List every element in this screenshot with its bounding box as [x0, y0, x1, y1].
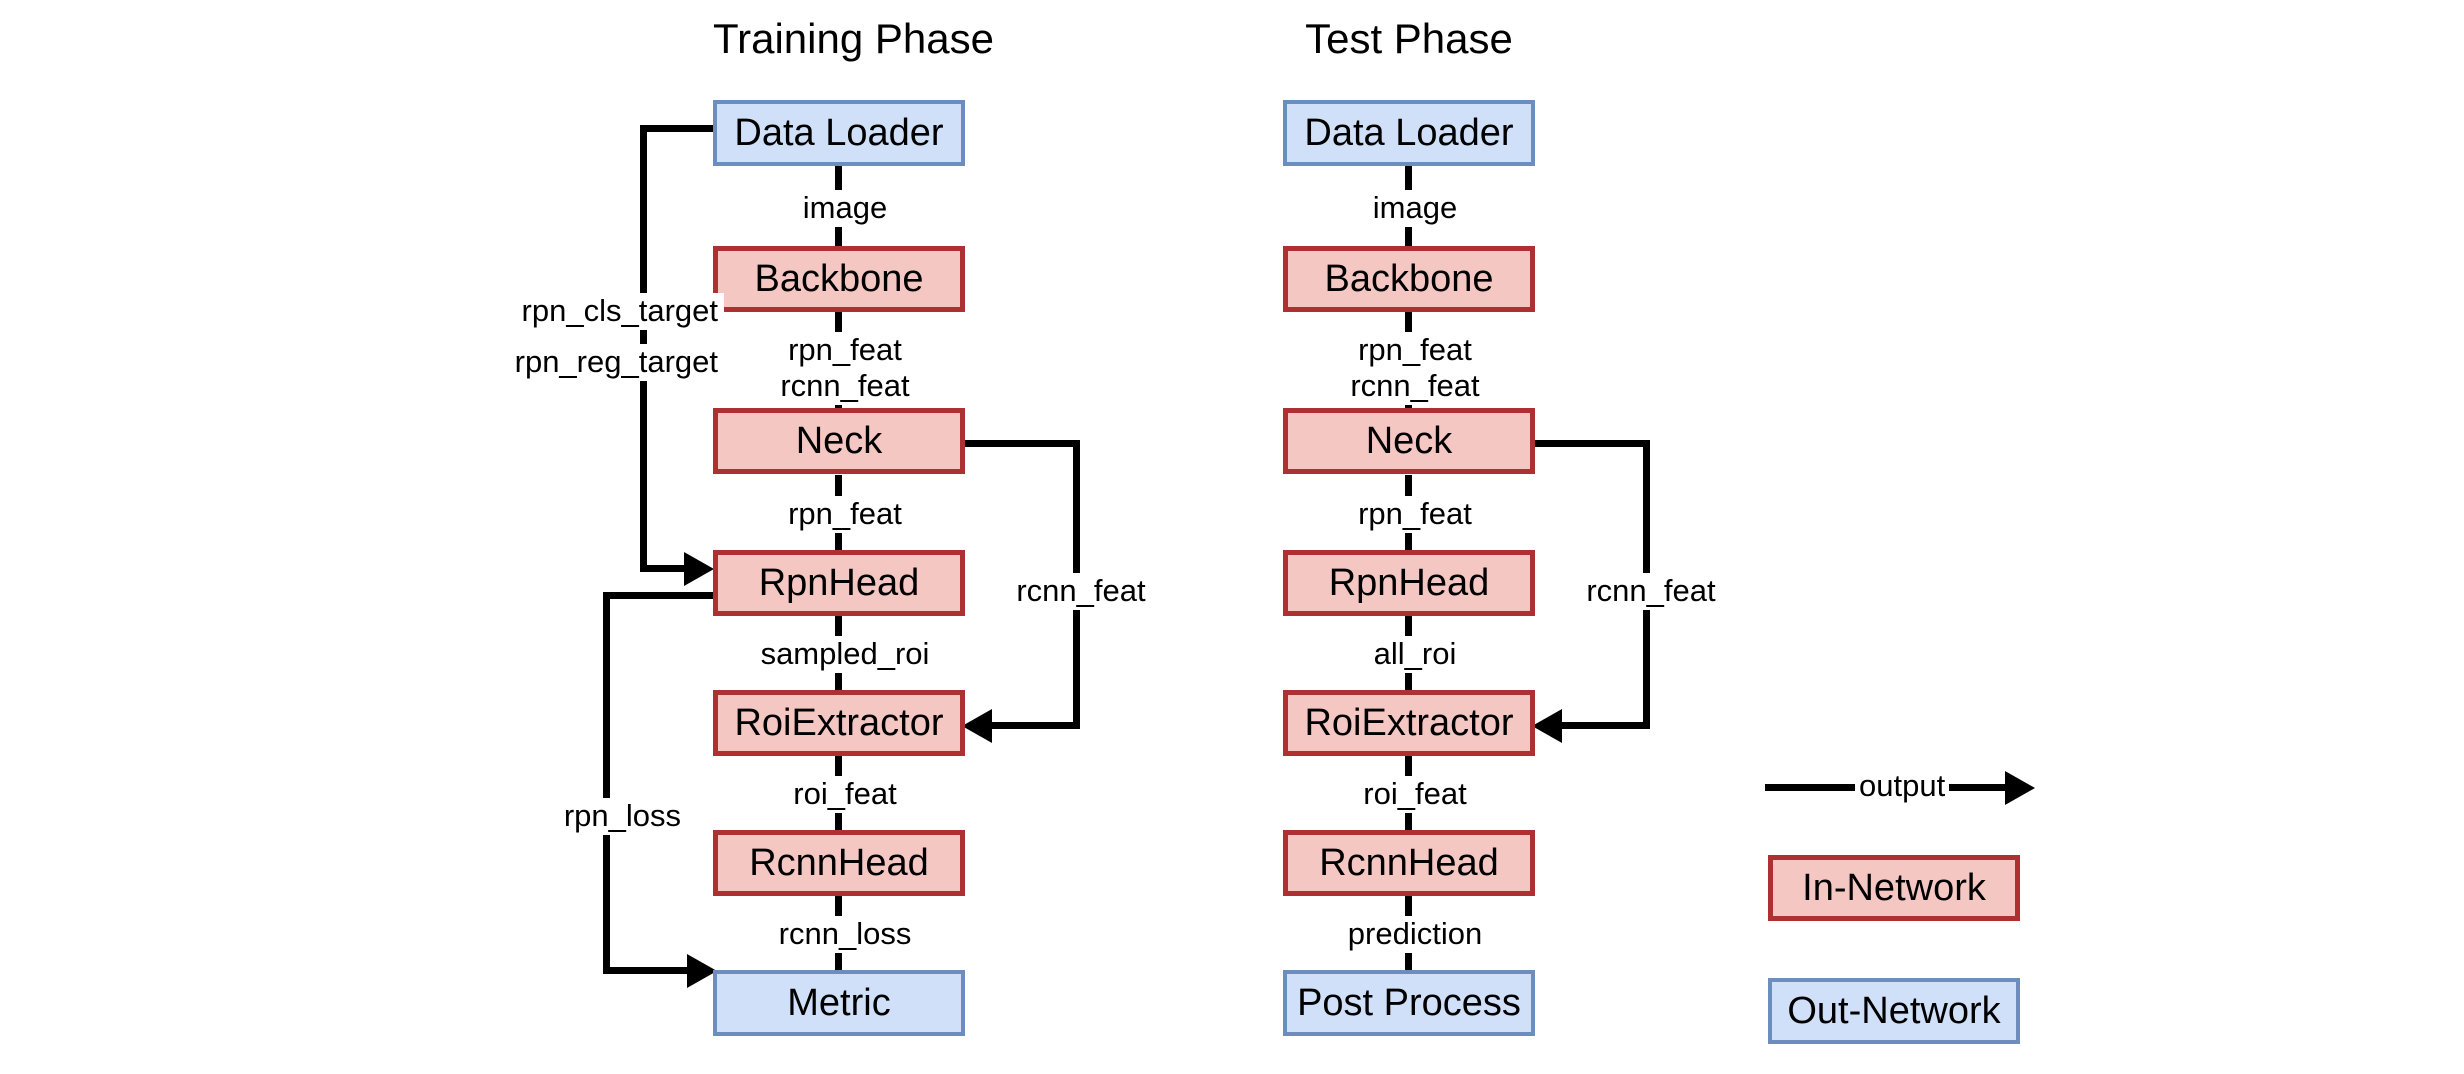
- test-node-rcnn-head-label: RcnnHead: [1319, 842, 1499, 884]
- rcnnfeat-branch-top-horizontal: [960, 440, 1080, 447]
- legend-in-network-label: In-Network: [1802, 867, 1986, 909]
- test-node-rcnn-head[interactable]: RcnnHead: [1283, 830, 1535, 896]
- test-edge-label-image: image: [1283, 190, 1547, 227]
- test-phase-title: Test Phase: [1305, 15, 1513, 62]
- test-edge-label-roi-feat: roi_feat: [1283, 776, 1547, 813]
- training-node-rcnn-head[interactable]: RcnnHead: [713, 830, 965, 896]
- test-rcnnfeat-branch-top-horizontal: [1530, 440, 1650, 447]
- rpnloss-path-arrowhead: [687, 954, 717, 988]
- test-node-rpn-head[interactable]: RpnHead: [1283, 550, 1535, 616]
- test-node-post-process-label: Post Process: [1297, 982, 1521, 1024]
- training-edge-label-rpn-reg-target: rpn_reg_target: [472, 344, 724, 381]
- training-edge-label-image: image: [713, 190, 977, 227]
- test-node-rpn-head-label: RpnHead: [1328, 562, 1490, 604]
- test-edge-label-prediction: prediction: [1283, 916, 1547, 953]
- rpnloss-path-vertical: [603, 592, 610, 974]
- training-node-rpn-head-label: RpnHead: [758, 562, 920, 604]
- training-edge-label-rpn-feat: rpn_feat: [713, 496, 977, 533]
- training-node-metric[interactable]: Metric: [713, 970, 965, 1036]
- target-path-bottom-horizontal: [640, 565, 690, 572]
- training-node-roi-extractor-label: RoiExtractor: [734, 702, 944, 744]
- legend-out-network-box: Out-Network: [1768, 978, 2020, 1044]
- test-edge-label-rcnn-feat-top: rcnn_feat: [1283, 368, 1547, 405]
- test-node-neck-label: Neck: [1365, 420, 1453, 462]
- test-node-data-loader[interactable]: Data Loader: [1283, 100, 1535, 166]
- training-node-backbone[interactable]: Backbone: [713, 246, 965, 312]
- training-phase-title: Training Phase: [713, 15, 994, 62]
- training-node-rcnn-head-label: RcnnHead: [749, 842, 929, 884]
- training-edge-label-sampled-roi: sampled_roi: [683, 636, 1007, 673]
- training-edge-label-rpn-feat-top: rpn_feat: [713, 332, 977, 369]
- rcnnfeat-branch-bottom-horizontal: [990, 722, 1080, 729]
- test-edge-label-rpn-feat-top: rpn_feat: [1283, 332, 1547, 369]
- rcnnfeat-branch-arrowhead: [962, 709, 992, 743]
- test-edge-label-all-roi: all_roi: [1283, 636, 1547, 673]
- test-node-backbone-label: Backbone: [1324, 258, 1494, 300]
- rpnloss-path-top-horizontal: [603, 592, 718, 599]
- legend-out-network-label: Out-Network: [1787, 990, 2001, 1032]
- training-edge-label-roi-feat: roi_feat: [713, 776, 977, 813]
- training-node-data-loader-label: Data Loader: [734, 112, 944, 154]
- test-node-post-process[interactable]: Post Process: [1283, 970, 1535, 1036]
- test-rcnnfeat-branch-bottom-horizontal: [1560, 722, 1650, 729]
- test-edge-label-rcnn-feat-branch: rcnn_feat: [1560, 573, 1742, 610]
- test-node-neck[interactable]: Neck: [1283, 408, 1535, 474]
- target-path-top-horizontal: [640, 125, 720, 132]
- training-edge-label-rpn-cls-target: rpn_cls_target: [472, 293, 724, 330]
- training-node-rpn-head[interactable]: RpnHead: [713, 550, 965, 616]
- training-node-backbone-label: Backbone: [754, 258, 924, 300]
- training-edge-label-rcnn-loss: rcnn_loss: [713, 916, 977, 953]
- training-edge-label-rpn-loss: rpn_loss: [435, 798, 687, 835]
- test-node-data-loader-label: Data Loader: [1304, 112, 1514, 154]
- training-node-roi-extractor[interactable]: RoiExtractor: [713, 690, 965, 756]
- target-path-arrowhead: [684, 552, 714, 586]
- legend-output-arrowhead: [2005, 771, 2035, 805]
- training-node-data-loader[interactable]: Data Loader: [713, 100, 965, 166]
- legend-output-label: output: [1855, 770, 1950, 801]
- test-rcnnfeat-branch-arrowhead: [1532, 709, 1562, 743]
- training-node-neck-label: Neck: [795, 420, 883, 462]
- test-node-roi-extractor-label: RoiExtractor: [1304, 702, 1514, 744]
- rpnloss-path-bottom-horizontal: [603, 967, 693, 974]
- legend-in-network-box: In-Network: [1768, 855, 2020, 921]
- training-node-neck[interactable]: Neck: [713, 408, 965, 474]
- training-edge-label-rcnn-feat-branch: rcnn_feat: [990, 573, 1172, 610]
- training-edge-label-rcnn-feat-top: rcnn_feat: [713, 368, 977, 405]
- test-node-roi-extractor[interactable]: RoiExtractor: [1283, 690, 1535, 756]
- test-node-backbone[interactable]: Backbone: [1283, 246, 1535, 312]
- test-edge-label-rpn-feat: rpn_feat: [1283, 496, 1547, 533]
- training-node-metric-label: Metric: [787, 982, 891, 1024]
